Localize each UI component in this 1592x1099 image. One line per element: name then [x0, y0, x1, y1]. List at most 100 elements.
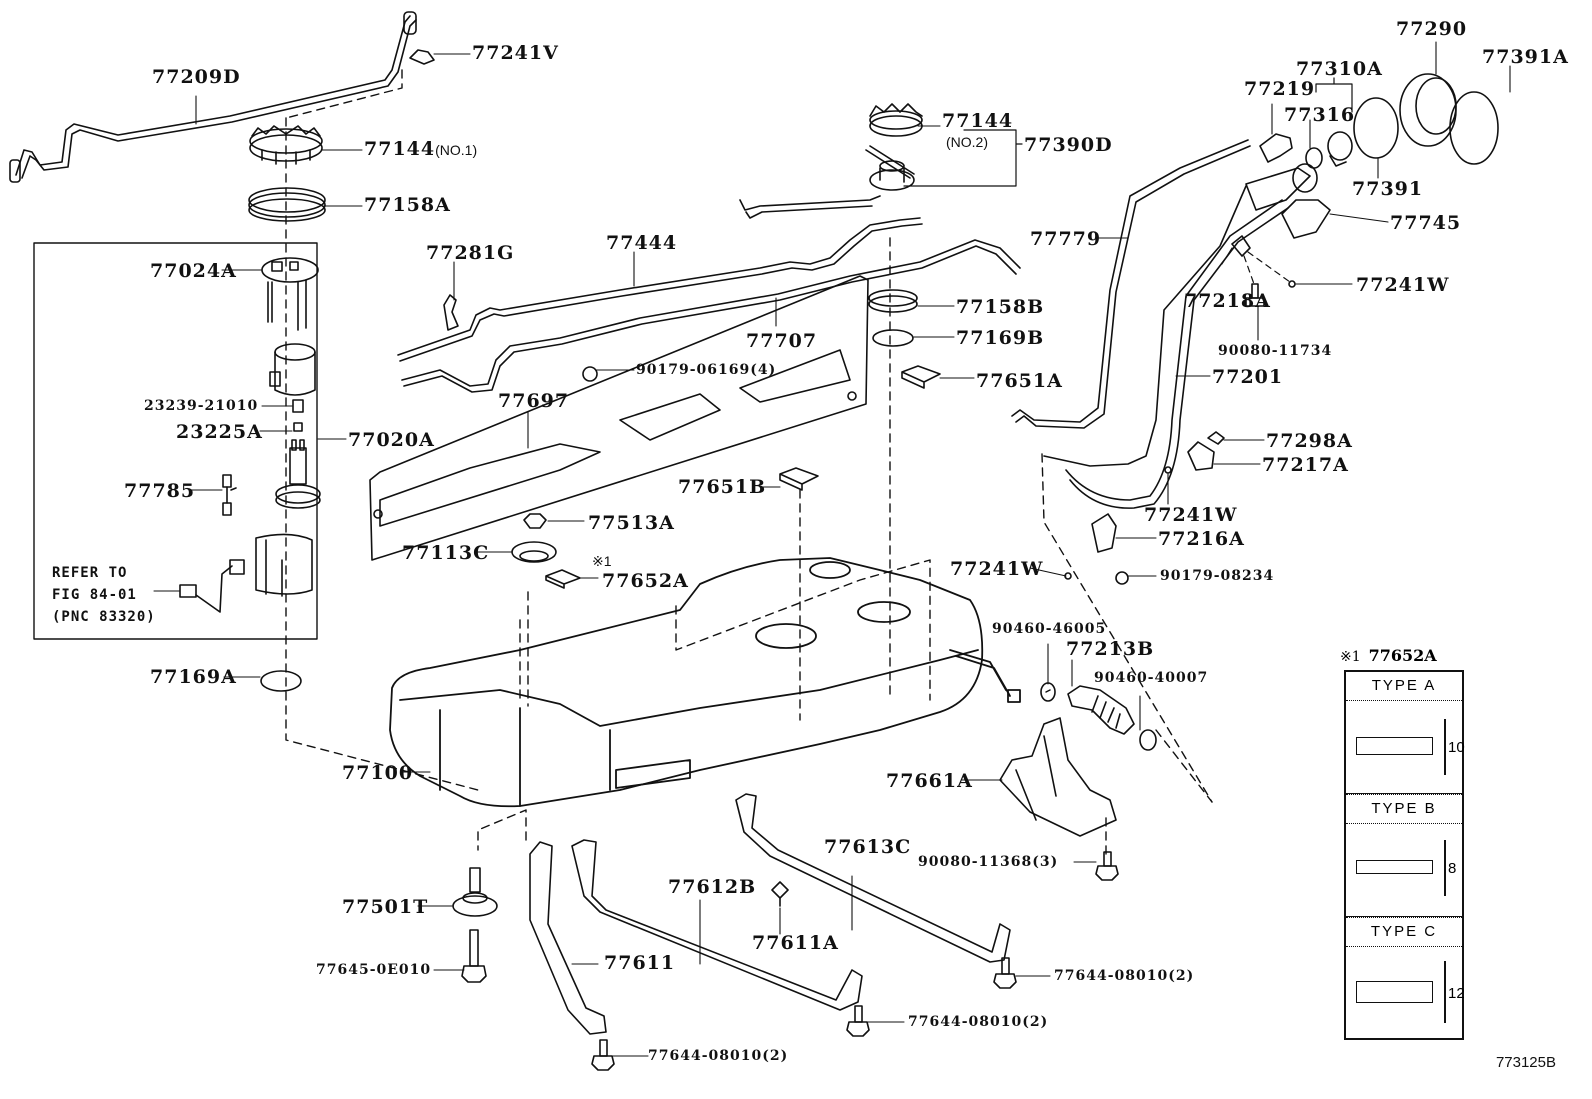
lead-wire-77785[interactable] — [222, 474, 237, 516]
clip-77281G[interactable] — [443, 294, 459, 331]
label-77501T: 77501T — [342, 896, 429, 918]
bolt-77645-0E010[interactable] — [461, 929, 487, 983]
type-a-header: TYPE A — [1346, 672, 1462, 701]
label-77645-0E010: 77645-0E010 — [316, 962, 432, 978]
refer-note-line3: (PNC 83320) — [52, 609, 156, 625]
strap-77611[interactable] — [529, 841, 607, 1035]
label-77169A: 77169A — [150, 666, 237, 688]
fuel-lid-77290[interactable] — [1399, 73, 1457, 147]
label-77391: 77391 — [1352, 178, 1424, 200]
label-77201: 77201 — [1212, 366, 1284, 388]
label-77100: 77100 — [342, 762, 414, 784]
lock-ring-77144-no2[interactable] — [869, 103, 923, 137]
hose-77213B[interactable] — [1067, 685, 1135, 735]
type-c-cell: 12 — [1346, 947, 1465, 1039]
type-b-cell: 8 — [1346, 824, 1462, 917]
label-77644-08010-b: 77644-08010(2) — [908, 1014, 1049, 1030]
sender-gauge-77024A[interactable] — [261, 257, 319, 331]
clip-77241V[interactable] — [409, 49, 435, 65]
nut-90179-08234[interactable] — [1115, 571, 1129, 585]
cushion-23225A[interactable] — [293, 422, 303, 432]
bracket-77216A[interactable] — [1091, 513, 1117, 553]
leader-lines — [153, 41, 1511, 1057]
fuel-filter[interactable] — [269, 343, 316, 396]
label-77779: 77779 — [1030, 228, 1102, 250]
pad-77652A[interactable] — [545, 569, 581, 589]
clip-77611A[interactable] — [771, 881, 789, 907]
label-77241W-low: 77241W — [950, 558, 1044, 580]
lock-ring-77144-no1[interactable] — [249, 125, 323, 165]
pump-bracket[interactable] — [255, 533, 313, 597]
nut-77513A[interactable] — [523, 513, 547, 529]
breather-tube-77779[interactable] — [1011, 139, 1251, 429]
cushion-77501T[interactable] — [452, 867, 498, 917]
nut-90179-06169[interactable] — [582, 366, 598, 382]
bolt-90080-11734[interactable] — [1245, 283, 1265, 307]
label-77217A: 77217A — [1262, 454, 1349, 476]
pad-77651B[interactable] — [779, 467, 819, 491]
label-77213B: 77213B — [1066, 638, 1155, 660]
holder-77219[interactable] — [1259, 133, 1293, 163]
label-77651A: 77651A — [976, 370, 1063, 392]
sender-harness[interactable] — [179, 559, 245, 613]
gasket-77169A[interactable] — [260, 670, 302, 692]
fuel-tubes[interactable] — [397, 195, 1021, 393]
label-90080-11368: 90080-11368(3) — [918, 854, 1059, 870]
label-77144-no1: 77144(NO.1) — [364, 140, 477, 159]
fuel-tank-77100[interactable] — [389, 557, 1021, 808]
label-77785: 77785 — [124, 480, 196, 502]
label-77218A: 77218A — [1184, 290, 1271, 312]
gasket-77316[interactable] — [1305, 147, 1323, 169]
strap-77612B[interactable] — [571, 839, 863, 1011]
label-90179-06169: 90179-06169(4) — [636, 362, 777, 378]
clip-77241W-top[interactable] — [1288, 280, 1296, 288]
bracket-77745[interactable] — [1281, 199, 1331, 239]
label-90460-46005: 90460-46005 — [992, 621, 1107, 637]
clamp-77218A[interactable] — [1231, 235, 1251, 257]
type-table-part: 77652A — [1368, 646, 1437, 665]
clamp-90460-40007[interactable] — [1139, 729, 1157, 751]
bolt-77644-08010-b[interactable] — [846, 1005, 870, 1037]
gasket-77169B[interactable] — [872, 329, 914, 347]
refer-note-line2[interactable]: FIG 84-01 — [52, 587, 137, 603]
label-77144-no2-sub: (NO.2) — [946, 134, 988, 150]
bolt-77644-08010-c[interactable] — [993, 957, 1017, 989]
type-a-cell: 10 — [1346, 701, 1465, 794]
label-77444: 77444 — [606, 232, 678, 254]
bracket-leader-77390D — [903, 129, 1023, 187]
label-77391A: 77391A — [1482, 46, 1569, 68]
protector-77697[interactable] — [369, 275, 869, 561]
ring-77391[interactable] — [1353, 97, 1399, 159]
fuel-pump[interactable] — [275, 439, 321, 509]
grommet-77113C[interactable] — [511, 541, 557, 563]
ring-77391A[interactable] — [1449, 91, 1499, 165]
bolt-77644-08010-a[interactable] — [591, 1039, 615, 1071]
label-77745: 77745 — [1390, 212, 1462, 234]
bracket-77217A[interactable] — [1187, 441, 1215, 471]
gasket-77158B[interactable] — [868, 289, 918, 313]
vent-valve-77390D[interactable] — [865, 145, 915, 191]
label-23225A: 23225A — [176, 421, 263, 443]
pad-77651A[interactable] — [901, 365, 941, 389]
bolt-90080-11368[interactable] — [1095, 851, 1119, 881]
fuel-cap-77310A[interactable] — [1327, 131, 1353, 167]
clip-77298A[interactable] — [1207, 431, 1225, 445]
fuel-line-77209D[interactable] — [9, 11, 417, 183]
clip-77241W-mid[interactable] — [1164, 466, 1172, 474]
type-c-dimension: 12 — [1448, 985, 1465, 1002]
strap-77613C[interactable] — [735, 793, 1011, 963]
type-b-shape — [1356, 860, 1433, 874]
clamp-90460-46005[interactable] — [1040, 682, 1056, 702]
assembly-axis-left — [285, 69, 479, 791]
filler-pipe-77201[interactable] — [1043, 163, 1318, 509]
label-77241W-mid: 77241W — [1144, 504, 1238, 526]
refer-note-line1: REFER TO — [52, 565, 128, 581]
bracket-leader-77310A — [1315, 77, 1353, 113]
label-77697: 77697 — [498, 390, 570, 412]
filter-23239-21010[interactable] — [292, 399, 304, 413]
gasket-77158A[interactable] — [248, 187, 326, 222]
protector-77661A[interactable] — [999, 717, 1117, 837]
label-77611A: 77611A — [752, 932, 839, 954]
label-77158A: 77158A — [364, 194, 451, 216]
